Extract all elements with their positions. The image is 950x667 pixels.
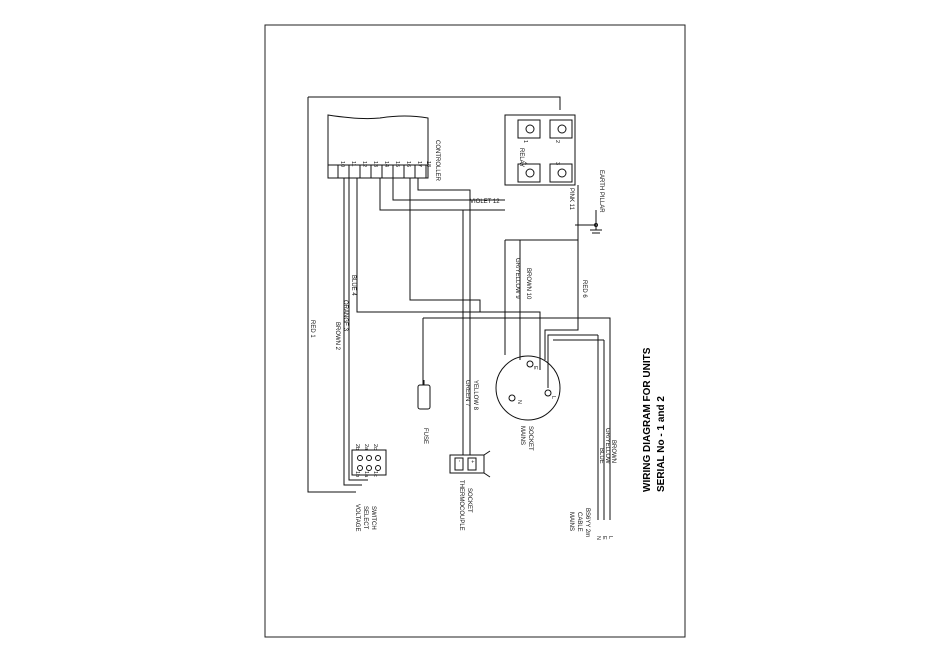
mains-cable: MAINS CABLE BS6YY 2m N E L [568, 508, 613, 540]
terminal-label: 16 [405, 161, 411, 167]
wire-label: GREEN 7 [464, 380, 470, 407]
wire-label: GR/YELLOW 9 [514, 258, 520, 299]
switch-label: VOLTAGE [354, 504, 360, 531]
diagram-title: WIRING DIAGRAM FOR UNITS SERIAL No - 1 a… [642, 347, 667, 492]
relay-block: 1 2 4 3 RELAY [504, 114, 576, 186]
thermocouple-pin: - [456, 460, 462, 462]
cable-core: E [601, 536, 607, 540]
socket-pin: L [550, 396, 556, 399]
controller-terminal-strip [337, 164, 427, 179]
title-line-1: WIRING DIAGRAM FOR UNITS [642, 347, 653, 492]
wire-label: BROWN [610, 440, 616, 463]
switch-terminal: 2c [372, 444, 378, 450]
wire-label: VIOLET 12 [470, 199, 500, 205]
relay-terminal: 4 [522, 162, 528, 165]
terminal-label: 15 [394, 161, 400, 167]
switch-label: SELECT [362, 506, 368, 530]
terminal-label: 11 [350, 161, 356, 167]
mains-socket-label: SOCKET [527, 426, 533, 451]
cable-core: N [595, 536, 601, 540]
wire-label: BLUE 4 [350, 275, 356, 296]
switch-terminal: 2a [363, 444, 369, 451]
switch-label: SWITCH [370, 506, 376, 530]
earth-pillar-label: EARTH PILLAR [598, 170, 604, 213]
wire-label: RED 1 [309, 320, 315, 338]
mains-socket: N E L MAINS SOCKET [495, 355, 561, 451]
title-line-2: SERIAL No - 1 and 2 [656, 396, 667, 492]
relay-terminal: 3 [554, 162, 560, 165]
socket-pin: N [516, 400, 522, 404]
wire-label: BROWN 10 [525, 268, 531, 300]
switch-terminal: 1a [363, 471, 369, 478]
switch-terminal: 1b [354, 471, 360, 477]
wire-runs [307, 96, 611, 520]
fuse: FUSE [417, 380, 431, 444]
terminal-label: 10 [339, 161, 345, 167]
cable-core: L [607, 536, 613, 539]
page-border [264, 24, 686, 638]
switch-terminal: 2b [354, 444, 360, 450]
fuse-label: FUSE [422, 428, 428, 444]
wire-labels: RED 1 BROWN 2 ORANGE 3 BLUE 4 VIOLET 12 … [309, 188, 616, 464]
relay-terminal: 2 [554, 140, 560, 143]
mains-cable-label: BS6YY 2m [584, 508, 590, 537]
wire-label: BLUE [598, 448, 604, 464]
relay-terminal: 1 [522, 140, 528, 143]
socket-pin: E [532, 366, 538, 370]
switch-terminal: 1c [372, 471, 378, 477]
mains-cable-label: CABLE [576, 512, 582, 532]
controller-block: 10 11 12 13 14 15 16 17 18 CONTROLLER [327, 114, 440, 182]
wire-label: BROWN 2 [334, 322, 340, 351]
terminal-label: 13 [372, 161, 378, 167]
thermocouple-socket: - + THERMOCOUPLE SOCKET [449, 450, 491, 531]
mains-cable-label: MAINS [568, 512, 574, 531]
controller-label: CONTROLLER [434, 140, 440, 182]
terminal-label: 17 [416, 161, 422, 167]
wire-label: PINK 11 [568, 188, 574, 211]
terminal-label: 18 [425, 161, 431, 167]
thermocouple-pin: + [469, 460, 475, 463]
earth-pillar: EARTH PILLAR [590, 170, 604, 234]
terminal-label: 12 [361, 161, 367, 167]
terminal-label: 14 [383, 161, 389, 167]
thermocouple-label: SOCKET [466, 488, 472, 513]
voltage-select-switch: 2b 2a 2c 1b 1a 1c VOLTAGE SELECT SWITCH [351, 444, 387, 531]
mains-socket-label: MAINS [519, 426, 525, 445]
relay-label: RELAY [518, 148, 524, 167]
wire-label: YELLOW 8 [472, 380, 478, 411]
wire-label: ORANGE 3 [342, 300, 348, 332]
wire-label: GR/YELLOW [604, 428, 610, 464]
thermocouple-label: THERMOCOUPLE [458, 480, 464, 531]
wire-label: RED 6 [581, 280, 587, 298]
